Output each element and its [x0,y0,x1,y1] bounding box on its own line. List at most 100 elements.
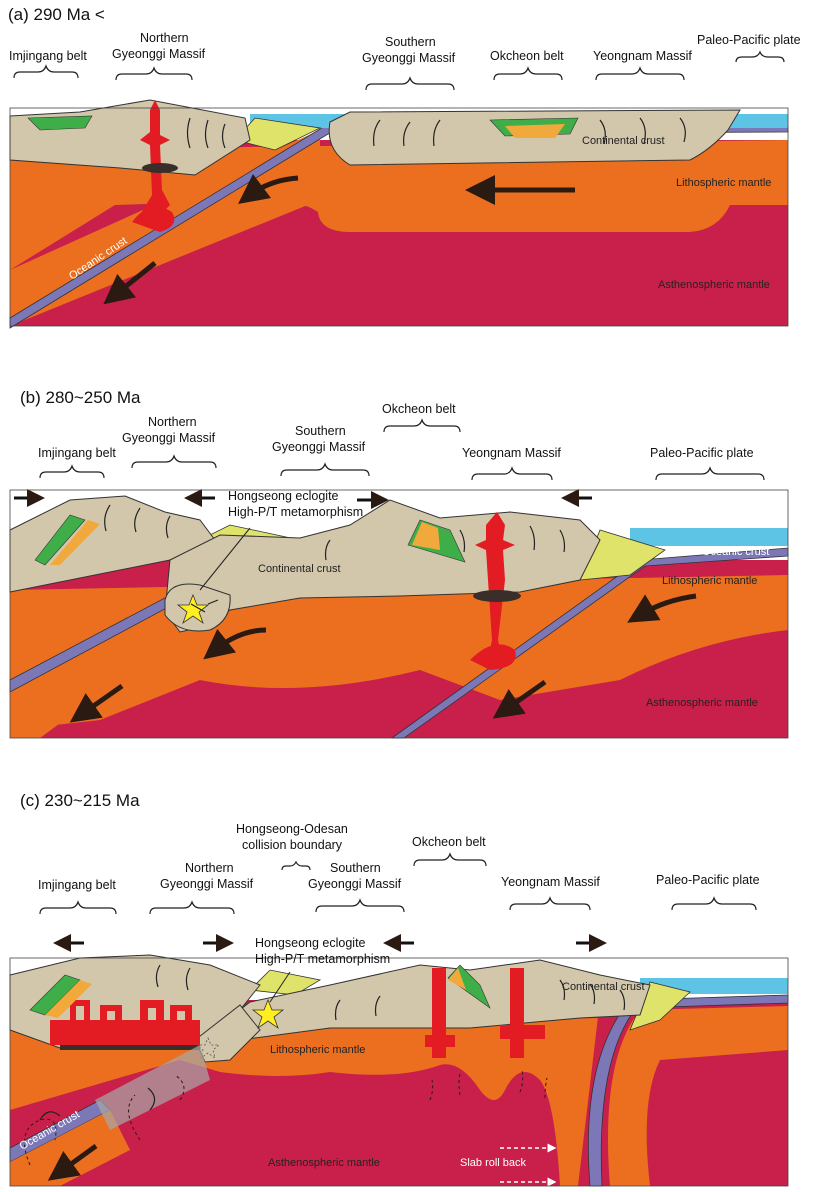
brace-imjingang-c [39,900,117,915]
brace-ngm-a [115,66,193,81]
strata-left-a [27,115,93,131]
crust-left-b [9,495,216,593]
slab-arrow-b3 [627,593,697,623]
magma-plume-c1 [425,968,455,1058]
label-imjingang-c: Imjingang belt [38,878,116,892]
eclogite-star-ghost-c [195,1036,221,1059]
magma-sheet-c [50,1020,200,1045]
crust-fabric-a [186,117,686,149]
eclogite-star-c [251,998,285,1030]
panel-c: (c) 230~215 Ma [9,791,789,1187]
mantle-flow-c [23,1069,548,1166]
label-imjingang-a: Imjingang belt [9,49,87,63]
label-okcheon-c: Okcheon belt [412,835,486,849]
brace-paleo-c [671,896,757,911]
label-sgm2-c: Gyeonggi Massif [308,877,402,891]
brace-ngm-b [131,454,217,469]
label-lithospheric-a: Lithospheric mantle [676,177,771,189]
brace-yeongnam-c [509,896,591,911]
label-ngm1-c: Northern [185,861,234,875]
plate-arrow-a2 [237,174,299,204]
panel-b-title: (b) 280~250 Ma [20,388,141,407]
brace-yeongnam-b [471,466,553,481]
panel-a-frame [9,107,789,327]
label-okcheon-a: Okcheon belt [490,49,564,63]
strata-left-b2 [50,520,100,565]
label-yeongnam-b: Yeongnam Massif [462,446,561,460]
panel-c-title: (c) 230~215 Ma [20,791,140,810]
brace-yeongnam-a [595,66,685,81]
brace-ngm-c [149,900,235,915]
label-eclogite2-b: High-P/T metamorphism [228,505,363,519]
lithospheric-mantle-c [10,1018,640,1186]
crust-main-c [193,959,651,1046]
label-collision1-c: Hongseong-Odesan [236,822,348,836]
label-oceanic-b: Oceanic crust [702,546,769,558]
label-paleo-a: Paleo-Pacific plate [697,33,801,47]
brace-paleo-a [735,50,785,63]
label-eclogite1-c: Hongseong eclogite [255,936,366,950]
magma-pond-a [142,163,178,173]
panel-c-frame [9,957,789,1187]
slab-arrow-a [103,261,157,305]
brace-okcheon-b [383,418,461,433]
label-paleo-c: Paleo-Pacific plate [656,873,760,887]
brace-imjingang-a [13,64,79,79]
magma-plume-b [475,512,515,650]
panel-a: (a) 290 Ma < Imjingang belt [8,5,801,329]
label-continental-a: Continental crust [582,135,665,147]
brace-okcheon-c [413,852,487,867]
sea-b [630,528,788,546]
label-asthenospheric-c: Asthenospheric mantle [268,1157,380,1169]
label-sgm1-a: Southern [385,35,436,49]
strata-left-b [34,514,86,566]
label-continental-b: Continental crust [258,563,341,575]
eclogite-pointer-c [269,971,291,1003]
label-eclogite1-b: Hongseong eclogite [228,489,339,503]
label-okcheon-b: Okcheon belt [382,402,456,416]
label-asthenospheric-b: Asthenospheric mantle [646,697,758,709]
label-ngm1-a: Northern [140,31,189,45]
label-sgm1-b: Southern [295,424,346,438]
brace-sgm-a [365,76,455,91]
magma-plume-c2 [500,968,545,1058]
accretion-wedge-a [234,117,322,151]
label-yeongnam-a: Yeongnam Massif [593,49,692,63]
panel-b-frame [9,489,789,739]
slab-right-litho-c [608,1006,788,1186]
label-continental-c: Continental crust [562,981,645,993]
label-sgm2-b: Gyeonggi Massif [272,440,366,454]
accretion-wedge-c1 [249,969,322,996]
label-yeongnam-c: Yeongnam Massif [501,875,600,889]
label-sgm2-a: Gyeonggi Massif [362,51,456,65]
label-ngm2-b: Gyeonggi Massif [122,431,216,445]
magma-plume-a [140,100,170,225]
label-paleo-b: Paleo-Pacific plate [650,446,754,460]
label-ngm1-b: Northern [148,415,197,429]
magma-source-b [470,644,516,670]
slab-left-b [10,590,200,738]
eclogite-star-b [176,593,210,625]
crust-fabric-c [39,964,626,1121]
strata-right-c2 [448,968,466,990]
lithospheric-mantle-a [10,140,788,270]
panel-a-title: (a) 290 Ma < [8,5,105,24]
label-asthenospheric-a: Asthenospheric mantle [658,279,770,291]
label-rollback-c: Slab roll back [460,1157,527,1169]
label-ngm2-c: Gyeonggi Massif [160,877,254,891]
slab-arrow-b4 [492,679,547,719]
label-imjingang-b: Imjingang belt [38,446,116,460]
slab-left-c [10,1110,130,1186]
crust-fabric-b [104,504,566,613]
strata-left-c2 [45,980,92,1018]
strata-right-b2 [412,522,440,550]
label-ngm2-a: Gyeonggi Massif [112,47,206,61]
slab-arrow-b1 [203,627,267,660]
magma-fingers-c [70,1000,192,1023]
brace-okcheon-a [493,66,563,81]
strata-okcheon-a2 [505,124,565,138]
magma-pond-b [473,590,521,602]
slab-ghost-c [95,1045,210,1130]
label-lithospheric-c: Lithospheric mantle [270,1044,365,1056]
